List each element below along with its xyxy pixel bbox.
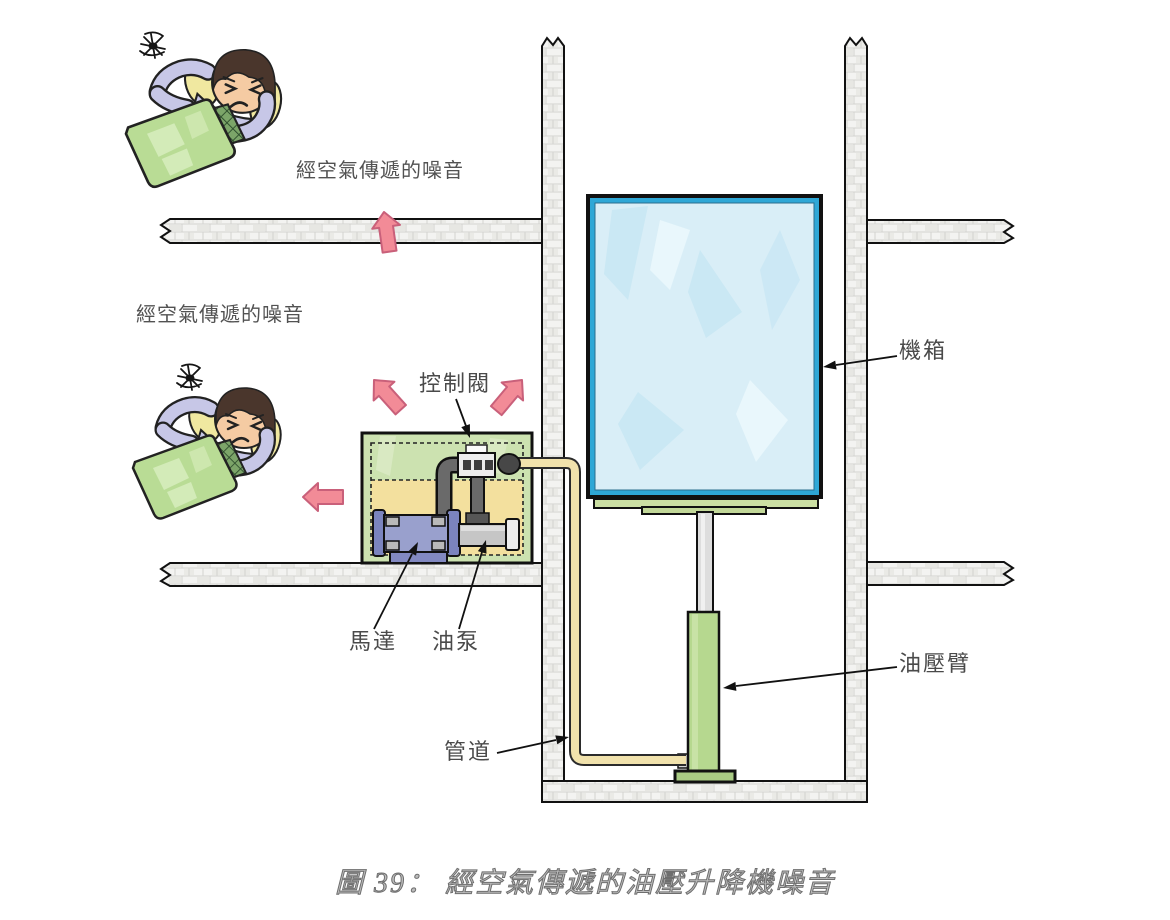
floor-lower-left (159, 562, 543, 587)
label-airborne-noise-lower: 經空氣傳遞的噪音 (136, 304, 304, 326)
leader-hydraulic-arm (723, 666, 898, 691)
label-airborne-noise-upper: 經空氣傳遞的噪音 (296, 160, 464, 182)
motor (372, 509, 461, 564)
leader-pipe (496, 735, 569, 754)
shaft-pit-floor (541, 780, 868, 803)
label-pipe: 管道 (444, 739, 493, 764)
valve-knob (497, 453, 521, 475)
hydraulic-cylinder (673, 610, 737, 784)
elbow-pipe (435, 456, 466, 516)
leader-oil-pump (458, 540, 487, 630)
cylinder-base (673, 769, 737, 784)
leader-machine-box (823, 355, 898, 370)
noise-arrow-up-right-icon (484, 370, 534, 421)
lift-cabin (586, 194, 823, 499)
noise-arrow-left-icon (302, 482, 344, 512)
noise-scribble-icon (176, 363, 203, 391)
label-control-valve: 控制閥 (419, 371, 492, 396)
hydraulic-pipe (517, 457, 686, 766)
shaft-wall-right (844, 36, 868, 782)
machine-room (360, 431, 534, 565)
label-motor: 馬達 (349, 629, 398, 654)
floor-upper-right (866, 219, 1015, 244)
label-oil-pump: 油泵 (432, 629, 481, 654)
noise-scribble-icon (139, 31, 166, 59)
sleeping-person-upper (126, 50, 286, 187)
sleeping-person-lower (133, 388, 285, 519)
shaft-wall-left (541, 36, 565, 782)
piston-rod (696, 511, 714, 615)
lift-shaft-walls (541, 36, 868, 803)
label-leader-lines (373, 355, 898, 754)
label-machine-box: 機箱 (899, 338, 948, 363)
building-floors (159, 218, 1015, 587)
floor-lower-right (866, 561, 1015, 586)
label-hydraulic-arm: 油壓臂 (899, 651, 972, 676)
motor-pedestal (389, 551, 448, 564)
oil-pump (458, 518, 520, 551)
leader-control-valve (455, 398, 470, 438)
control-valve (457, 444, 496, 478)
leader-motor (373, 542, 418, 630)
noise-arrow-up-left-icon (362, 369, 413, 421)
cabin-watercolor-texture (604, 206, 800, 470)
figure-caption: 圖 39： 經空氣傳遞的油壓升降機噪音 (334, 868, 835, 900)
floor-upper-left (159, 218, 543, 244)
